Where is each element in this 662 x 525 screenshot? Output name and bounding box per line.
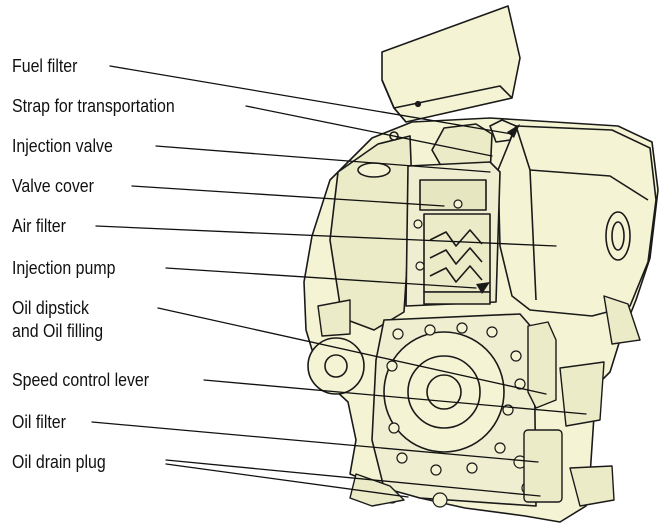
label-air-filter: Air filter	[12, 215, 66, 236]
leader-oil-drain-2	[165, 463, 409, 498]
speed-lever	[559, 361, 605, 427]
label-valve-cover: Valve cover	[12, 175, 94, 196]
leader-oil-drain-1	[165, 459, 541, 497]
leader-strap	[245, 105, 493, 157]
leader-injection-valve	[155, 145, 491, 173]
leader-speed-control	[203, 379, 587, 415]
leader-fuel-filter	[109, 65, 513, 135]
oil-dipstick-housing	[527, 321, 557, 409]
label-oil-dipstick-line2: and Oil filling	[12, 320, 104, 341]
injection-pump-arrow	[476, 282, 490, 294]
leader-oil-filter	[91, 421, 539, 463]
label-oil-dipstick-line1: Oil dipstick	[12, 297, 89, 318]
label-injection-pump: Injection pump	[12, 257, 116, 278]
air-filter-housing	[497, 125, 657, 317]
leader-air-filter	[95, 225, 557, 247]
label-oil-drain-plug: Oil drain plug	[12, 451, 106, 472]
leader-oil-dipstick	[157, 307, 547, 395]
top-cover-plate	[381, 5, 521, 123]
label-oil-filter: Oil filter	[12, 411, 66, 432]
cylinder-head	[329, 135, 413, 331]
label-injection-valve: Injection valve	[12, 135, 113, 156]
label-fuel-filter: Fuel filter	[12, 55, 78, 76]
label-speed-control-lever: Speed control lever	[12, 369, 150, 390]
fuel-filter-arrow	[507, 124, 520, 138]
label-strap-for-transportation: Strap for transportation	[12, 95, 175, 116]
leader-injection-pump	[165, 267, 477, 289]
leader-valve-cover	[131, 185, 445, 207]
